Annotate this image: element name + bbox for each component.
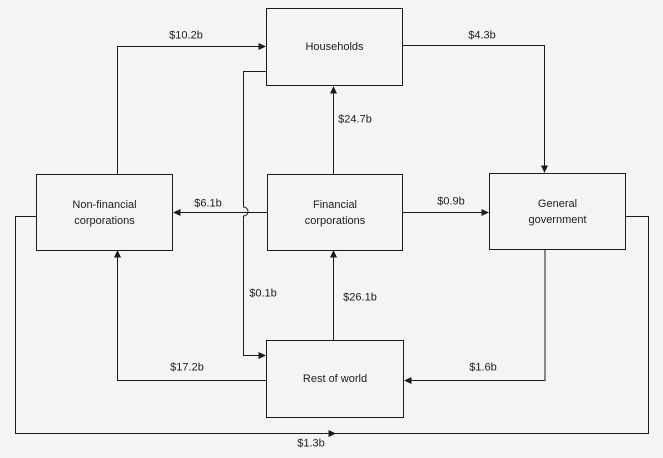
- flow-line-households-to-gg: [403, 45, 545, 166]
- arrowhead-into-nfc-bottom: [114, 250, 121, 258]
- flow-label-households-to-row: $0.1b: [249, 287, 277, 300]
- arrowhead-into-row-right: [404, 377, 412, 384]
- arrowhead-into-households-bottom: [330, 86, 337, 94]
- flow-label-fc-to-nfc: $6.1b: [194, 197, 222, 210]
- flow-label-fc-to-gg: $0.9b: [437, 195, 465, 208]
- node-non-financial-corporations: Non-financial corporations: [36, 174, 173, 251]
- arrowhead-into-households-left: [258, 43, 266, 50]
- node-general-government-label: General government: [528, 197, 587, 226]
- flow-label-nfc-to-households: $10.2b: [169, 29, 203, 42]
- flow-label-gg-to-row: $1.6b: [469, 361, 497, 374]
- flow-line-gg-to-row: [411, 249, 546, 381]
- arrowhead-into-gg-left: [481, 209, 489, 216]
- arrowhead-into-gg-top: [541, 165, 548, 173]
- flow-label-fc-to-households: $24.7b: [338, 113, 372, 126]
- arrowhead-into-row-left: [258, 352, 266, 359]
- node-households-label: Households: [305, 41, 364, 53]
- node-households: Households: [266, 8, 403, 86]
- flow-line-nfc-to-households: [117, 46, 259, 174]
- node-general-government: General government: [489, 173, 626, 250]
- node-rest-of-world: Rest of world: [266, 340, 404, 418]
- flow-line-row-to-nfc: [117, 257, 266, 381]
- arrowhead-outer-loop-direction: [328, 430, 336, 437]
- node-financial-corporations: Financial corporations: [267, 174, 403, 251]
- arrowhead-into-fc-bottom: [330, 250, 337, 258]
- node-non-financial-corporations-label: Non-financial corporations: [72, 198, 137, 227]
- flow-line-households-to-row: [243, 71, 266, 356]
- flow-label-row-to-fc: $26.1b: [343, 291, 377, 304]
- flow-label-households-to-gg: $4.3b: [468, 29, 496, 42]
- flow-label-row-to-nfc: $17.2b: [170, 361, 204, 374]
- flow-label-nfc-to-gg-outer: $1.3b: [297, 437, 325, 450]
- node-financial-corporations-label: Financial corporations: [304, 198, 366, 227]
- node-rest-of-world-label: Rest of world: [302, 373, 368, 385]
- arrowhead-into-nfc-right: [173, 209, 181, 216]
